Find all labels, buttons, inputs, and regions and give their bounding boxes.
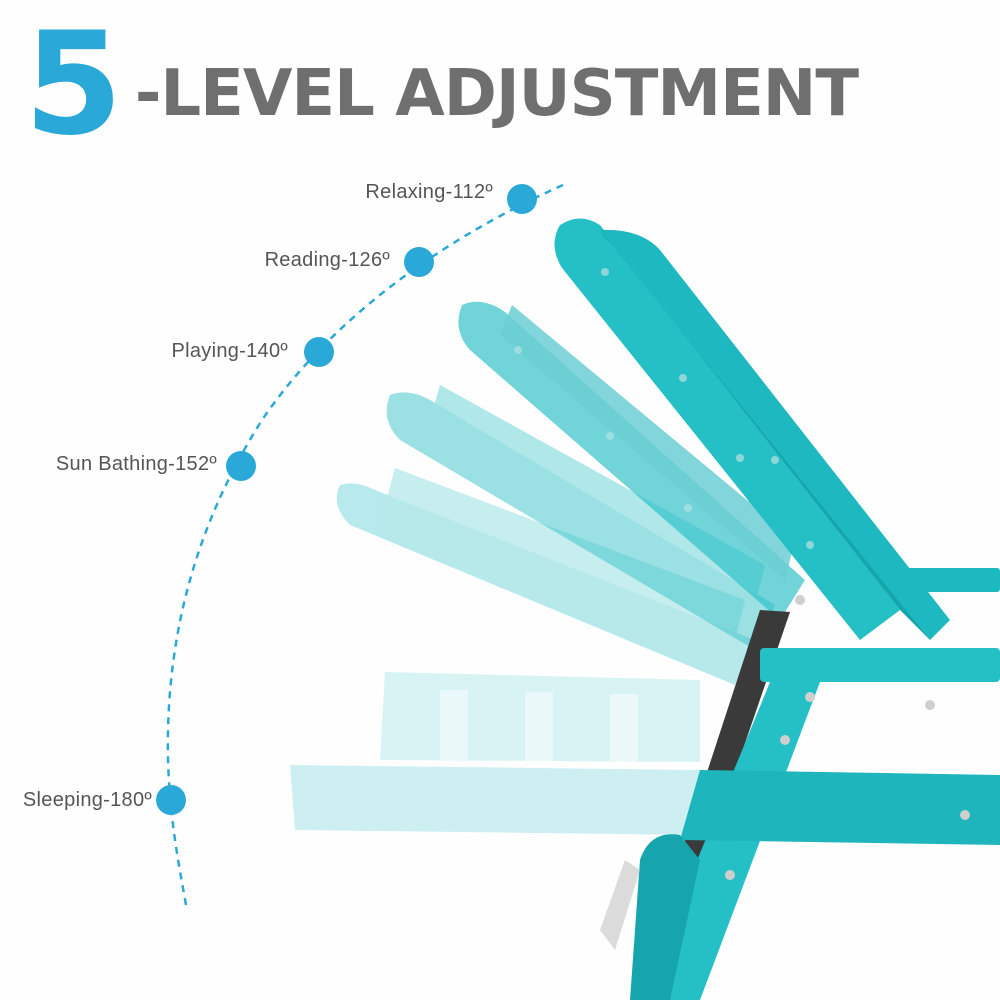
backrest-ghost-sleeping xyxy=(290,672,700,835)
headline-text: -LEVEL ADJUSTMENT xyxy=(134,57,859,131)
label-relaxing: Relaxing-112º xyxy=(365,181,493,203)
chair-main xyxy=(514,218,1000,1000)
marker-relaxing xyxy=(507,184,537,214)
label-sun-bathing: Sun Bathing-152º xyxy=(55,453,217,475)
headline-number: 5 xyxy=(24,2,123,167)
label-playing: Playing-140º xyxy=(171,340,288,362)
backrest-ghost-playing xyxy=(386,385,775,650)
label-sleeping: Sleeping-180º xyxy=(22,789,152,811)
label-reading: Reading-126º xyxy=(264,249,390,271)
headline: 5-LEVEL ADJUSTMENT xyxy=(24,2,859,167)
backrest-ghost-reading xyxy=(458,301,805,620)
marker-sunbathing xyxy=(226,451,256,481)
backrest-ghost-sunbathing xyxy=(336,468,755,685)
marker-playing xyxy=(304,337,334,367)
marker-reading xyxy=(404,247,434,277)
marker-sleeping xyxy=(156,785,186,815)
